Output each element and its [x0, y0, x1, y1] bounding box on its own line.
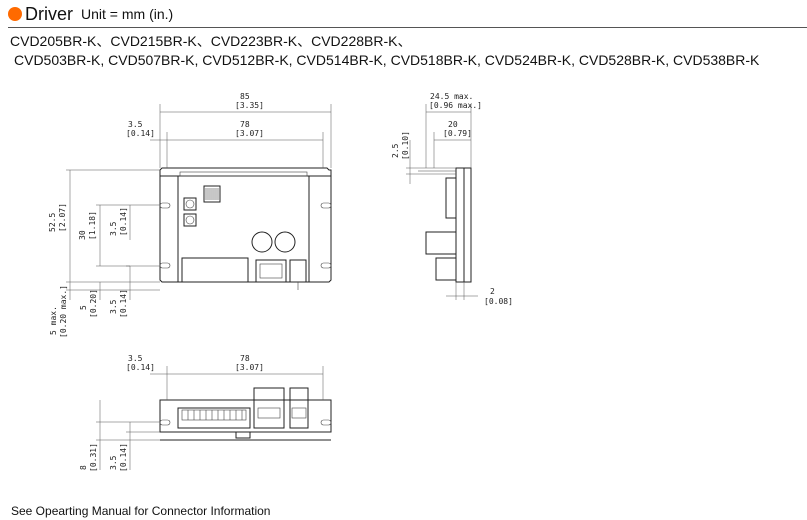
mount-slot [320, 202, 332, 209]
side-component-top [445, 177, 457, 219]
dim-3-5-b-in: [0.14] [119, 443, 128, 472]
dim-5-max-in: [0.20 max.] [59, 285, 68, 338]
dim-2-5-in: [0.10] [401, 131, 410, 160]
dim-85-in: [3.35] [235, 101, 264, 110]
dim-3-5-top: 3.5 [128, 120, 143, 129]
dim-30: 30 [78, 230, 87, 240]
footer-note: See Opearting Manual for Connector Infor… [11, 504, 271, 518]
potentiometer [183, 213, 197, 227]
side-connector [425, 231, 457, 255]
dim-5-in: [0.20] [89, 289, 98, 318]
dim-78: 78 [240, 120, 250, 129]
dim-3-5-b-top: 3.5 [128, 354, 143, 363]
bottom-connector-cn2 [253, 387, 285, 429]
model-list-line-1: CVD205BR-K、CVD215BR-K、CVD223BR-K、CVD228B… [10, 33, 412, 49]
front-plate-outline [159, 167, 332, 283]
bottom-connector-cn3 [289, 387, 309, 429]
front-left-dims: 52.5 [2.07] 30 [1.18] 3.5 [0.14] 5 max. … [48, 203, 128, 338]
dim-3-5-bottom-in: [0.14] [119, 289, 128, 318]
dim-2-in: [0.08] [484, 297, 513, 306]
side-plate [455, 167, 465, 283]
dim-52-5-in: [2.07] [58, 203, 67, 232]
dim-5: 5 [79, 305, 88, 310]
dim-85: 85 [240, 92, 250, 101]
potentiometer [183, 197, 197, 211]
connector-cn2 [255, 259, 287, 283]
dim-3-5-b-top-in: [0.14] [126, 363, 155, 372]
bottom-connector-cn1 [177, 407, 251, 429]
connector-cn3 [289, 259, 307, 283]
mount-slot [159, 262, 171, 269]
pcb-top-rail [179, 171, 308, 177]
dim-24-5-max-in: [0.96 max.] [429, 101, 482, 110]
dim-8-in: [0.31] [89, 443, 98, 472]
dim-78-in: [3.07] [235, 129, 264, 138]
dim-30-in: [1.18] [88, 211, 97, 240]
dim-2: 2 [490, 287, 495, 296]
dim-20-in: [0.79] [443, 129, 472, 138]
dim-3-5-side-in: [0.14] [119, 207, 128, 236]
bottom-view: 3.5 [0.14] 78 [3.07] 8 [0.31] 3.5 [0.14] [79, 354, 332, 472]
front-view: 85 [3.35] 3.5 [0.14] 78 [3.07] 52.5 [2.0… [48, 92, 332, 338]
dim-20: 20 [448, 120, 458, 129]
dim-24-5-max: 24.5 max. [430, 92, 473, 101]
side-pcb [463, 167, 472, 283]
dim-78-bottom: 78 [240, 354, 250, 363]
dim-2-5: 2.5 [391, 143, 400, 158]
bullet-icon [8, 7, 22, 21]
section-title: Driver [25, 3, 73, 24]
dim-3-5-b: 3.5 [109, 455, 118, 470]
dim-3-5-top-in: [0.14] [126, 129, 155, 138]
model-list-line-2: CVD503BR-K, CVD507BR-K, CVD512BR-K, CVD5… [14, 52, 760, 68]
dim-52-5: 52.5 [48, 213, 57, 232]
connector-cn1 [181, 257, 249, 283]
unit-label: Unit = mm (in.) [81, 6, 174, 22]
header-rule [8, 27, 807, 28]
section-header: Driver Unit = mm (in.) [8, 3, 173, 25]
pcb-outline [177, 175, 310, 283]
bottom-plate [159, 399, 332, 433]
mount-slot [320, 262, 332, 269]
dim-78-bottom-in: [3.07] [235, 363, 264, 372]
dim-3-5-side: 3.5 [109, 221, 118, 236]
capacitor [251, 231, 273, 253]
side-connector-low [435, 257, 457, 281]
dim-5-max: 5 max. [49, 306, 58, 335]
dip-switch [203, 185, 221, 203]
mount-slot [159, 202, 171, 209]
capacitor [274, 231, 296, 253]
side-view: 24.5 max. [0.96 max.] 20 [0.79] 2.5 [0.1… [391, 92, 513, 306]
dim-8: 8 [79, 465, 88, 470]
dim-3-5-bottom: 3.5 [109, 299, 118, 314]
bottom-tab [235, 431, 251, 439]
